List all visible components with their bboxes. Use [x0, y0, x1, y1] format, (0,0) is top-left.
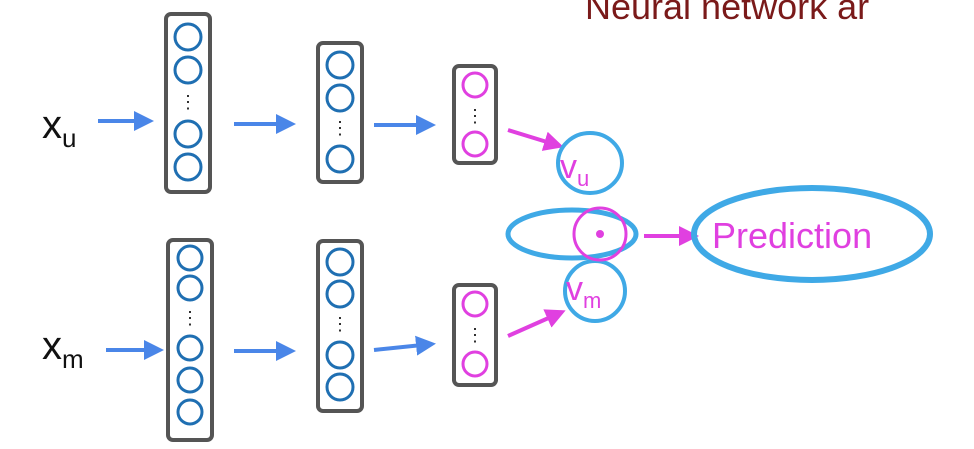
user-input-label: xu — [42, 103, 76, 153]
svg-text:⋮: ⋮ — [181, 308, 199, 328]
user-layer-2: ⋮ — [316, 41, 364, 184]
movie-vector-label: vm — [566, 270, 601, 313]
slide-title: Neural network ar — [585, 0, 870, 27]
movie-arrow-2 — [373, 335, 436, 356]
svg-text:⋮: ⋮ — [331, 314, 349, 334]
movie-embedding-layer: ⋮ — [452, 283, 498, 387]
svg-text:⋮: ⋮ — [331, 118, 349, 138]
movie-input-label: xm — [42, 324, 84, 374]
movie-output-arrow — [507, 309, 566, 338]
prediction-label: Prediction — [712, 215, 872, 256]
movie-layer-1: ⋮ — [166, 238, 214, 442]
movie-layer-2: ⋮ — [316, 239, 364, 413]
user-output-arrow — [507, 128, 564, 151]
svg-text:⋮: ⋮ — [466, 325, 484, 345]
dot-product-highlight — [505, 207, 639, 261]
user-vector-highlight — [556, 131, 624, 195]
user-layer-1: ⋮ — [164, 12, 212, 194]
svg-text:⋮: ⋮ — [466, 106, 484, 126]
svg-text:⋮: ⋮ — [179, 92, 197, 112]
user-embedding-layer: ⋮ — [452, 64, 498, 165]
user-vector-label: vu — [560, 148, 589, 191]
prediction-highlight — [691, 185, 933, 283]
dot-product-icon — [572, 206, 628, 262]
